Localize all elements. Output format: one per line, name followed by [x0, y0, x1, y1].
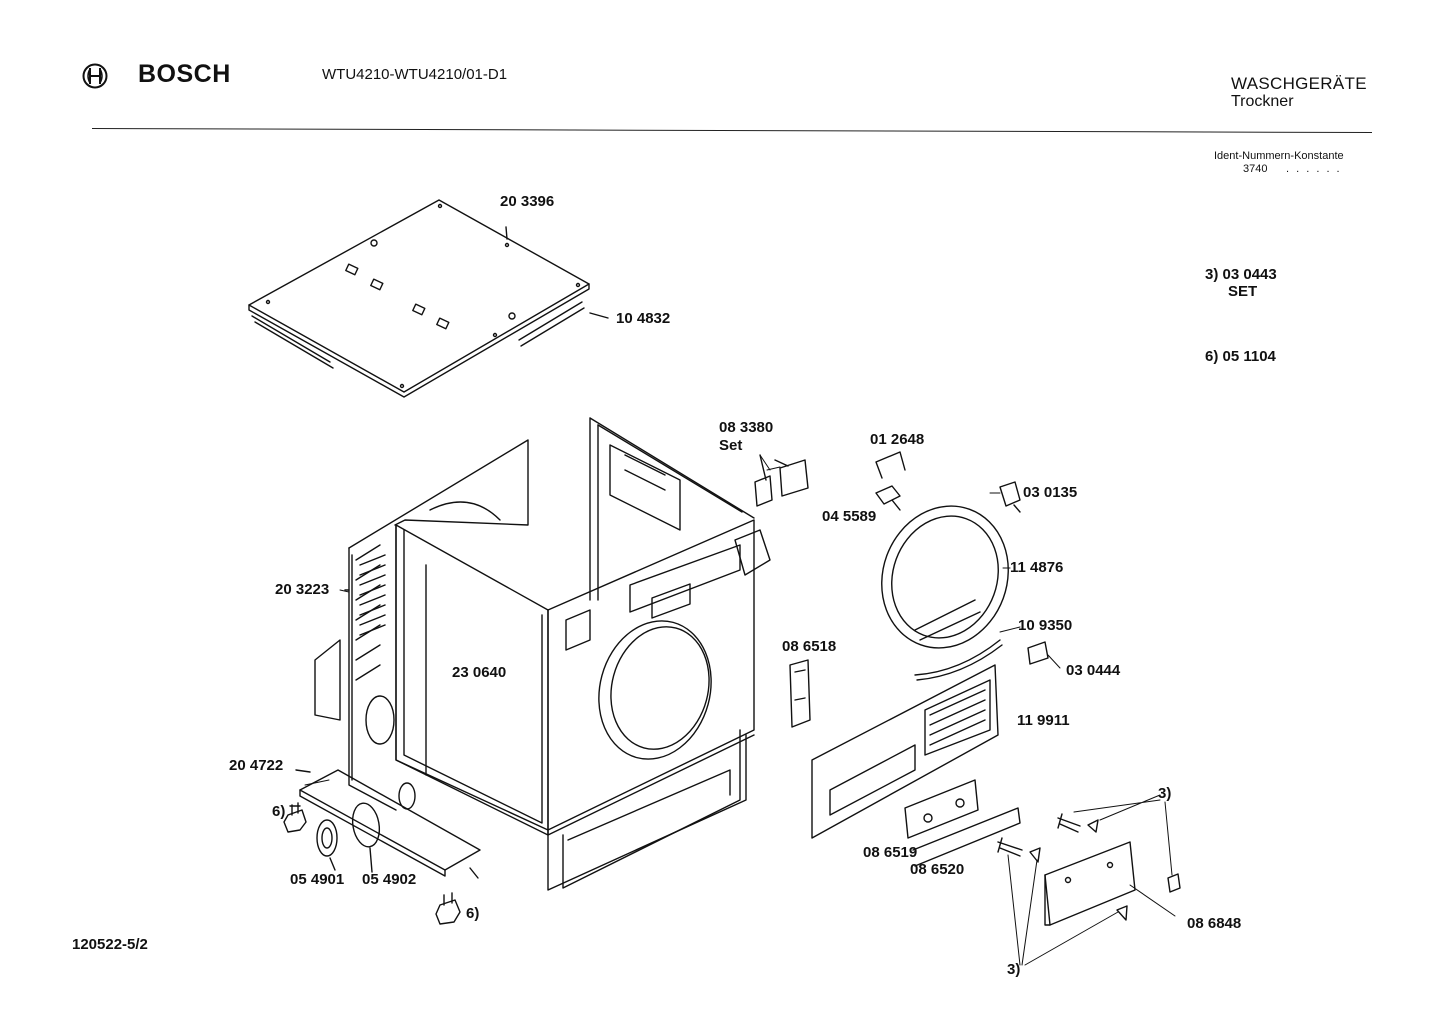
drawing-number: 120522-5/2	[72, 936, 148, 953]
label-203396: 20 3396	[500, 193, 555, 210]
foot-ring-leader	[330, 848, 372, 872]
base-frame-part	[296, 770, 480, 876]
handle-086520-part	[913, 808, 1020, 866]
seal-109350-part	[915, 640, 1000, 675]
label-204722: 20 4722	[229, 757, 284, 774]
seal-109350-inner	[917, 645, 1002, 680]
back-panel-part	[315, 440, 528, 810]
label-109350: 10 9350	[1018, 617, 1073, 634]
model-number: WTU4210-WTU4210/01-D1	[322, 66, 508, 83]
label-054902: 05 4902	[362, 871, 417, 888]
label-119911: 11 9911	[1017, 712, 1070, 729]
label-012648: 01 2648	[870, 431, 925, 448]
label-045589: 04 5589	[822, 508, 877, 525]
label-030444: 03 0444	[1066, 662, 1121, 679]
note-3-code: 3) 03 0443	[1205, 266, 1277, 283]
door-ring-part	[862, 488, 1028, 666]
label-054901: 05 4901	[290, 871, 345, 888]
label-114876: 11 4876	[1010, 559, 1064, 576]
flap-086848-part	[1045, 842, 1135, 925]
handle-086519-part	[905, 780, 978, 838]
cabinet-part	[396, 418, 770, 890]
category-title: WASCHGERÄTE	[1231, 74, 1367, 93]
ref-6-bottom: 6)	[466, 905, 480, 922]
ref-6-left: 6)	[272, 803, 286, 820]
note-3-sub: SET	[1228, 283, 1258, 300]
ref-3-lower: 3)	[1007, 961, 1021, 978]
ring-054901-part	[317, 820, 337, 856]
label-230640: 23 0640	[452, 664, 507, 681]
label-086518: 08 6518	[782, 638, 837, 655]
cover-054902-part	[349, 801, 382, 849]
foot-bottom-part	[436, 893, 460, 924]
pad-030444-part	[1028, 642, 1048, 664]
screw-lower-part	[998, 838, 1040, 862]
label-203223: 20 3223	[275, 581, 330, 598]
switch-030135-part	[1000, 482, 1020, 512]
leader-lines	[305, 455, 1175, 965]
bosch-logo-icon	[82, 63, 108, 89]
ident-code: 3740	[1243, 163, 1268, 175]
label-086848: 08 6848	[1187, 915, 1242, 932]
brand-name: BOSCH	[138, 60, 231, 88]
label-083380: 08 3380	[719, 419, 774, 436]
label-083380-set: Set	[719, 437, 743, 454]
connector-083380-part	[755, 455, 808, 506]
category-subtitle: Trockner	[1231, 93, 1294, 110]
label-086519: 08 6519	[863, 844, 918, 861]
bracket-086518-part	[790, 660, 810, 727]
sensor-045589-part	[876, 486, 900, 510]
note-6-code: 6) 05 1104	[1205, 348, 1276, 365]
foot-left-part	[284, 803, 306, 832]
ident-label: Ident-Nummern-Konstante	[1214, 150, 1344, 162]
ref-3-upper: 3)	[1158, 785, 1172, 802]
label-030135: 03 0135	[1023, 484, 1078, 501]
top-cover-part	[249, 200, 608, 397]
clip-lower-part	[1117, 906, 1127, 920]
front-panel-part	[812, 665, 998, 838]
clip-012648-part	[876, 452, 905, 478]
ident-dots: . . . . . .	[1286, 163, 1342, 175]
screw-upper-part	[1058, 814, 1098, 832]
clip-right-part	[1168, 874, 1180, 892]
label-086520: 08 6520	[910, 861, 965, 878]
label-104832: 10 4832	[616, 310, 671, 327]
